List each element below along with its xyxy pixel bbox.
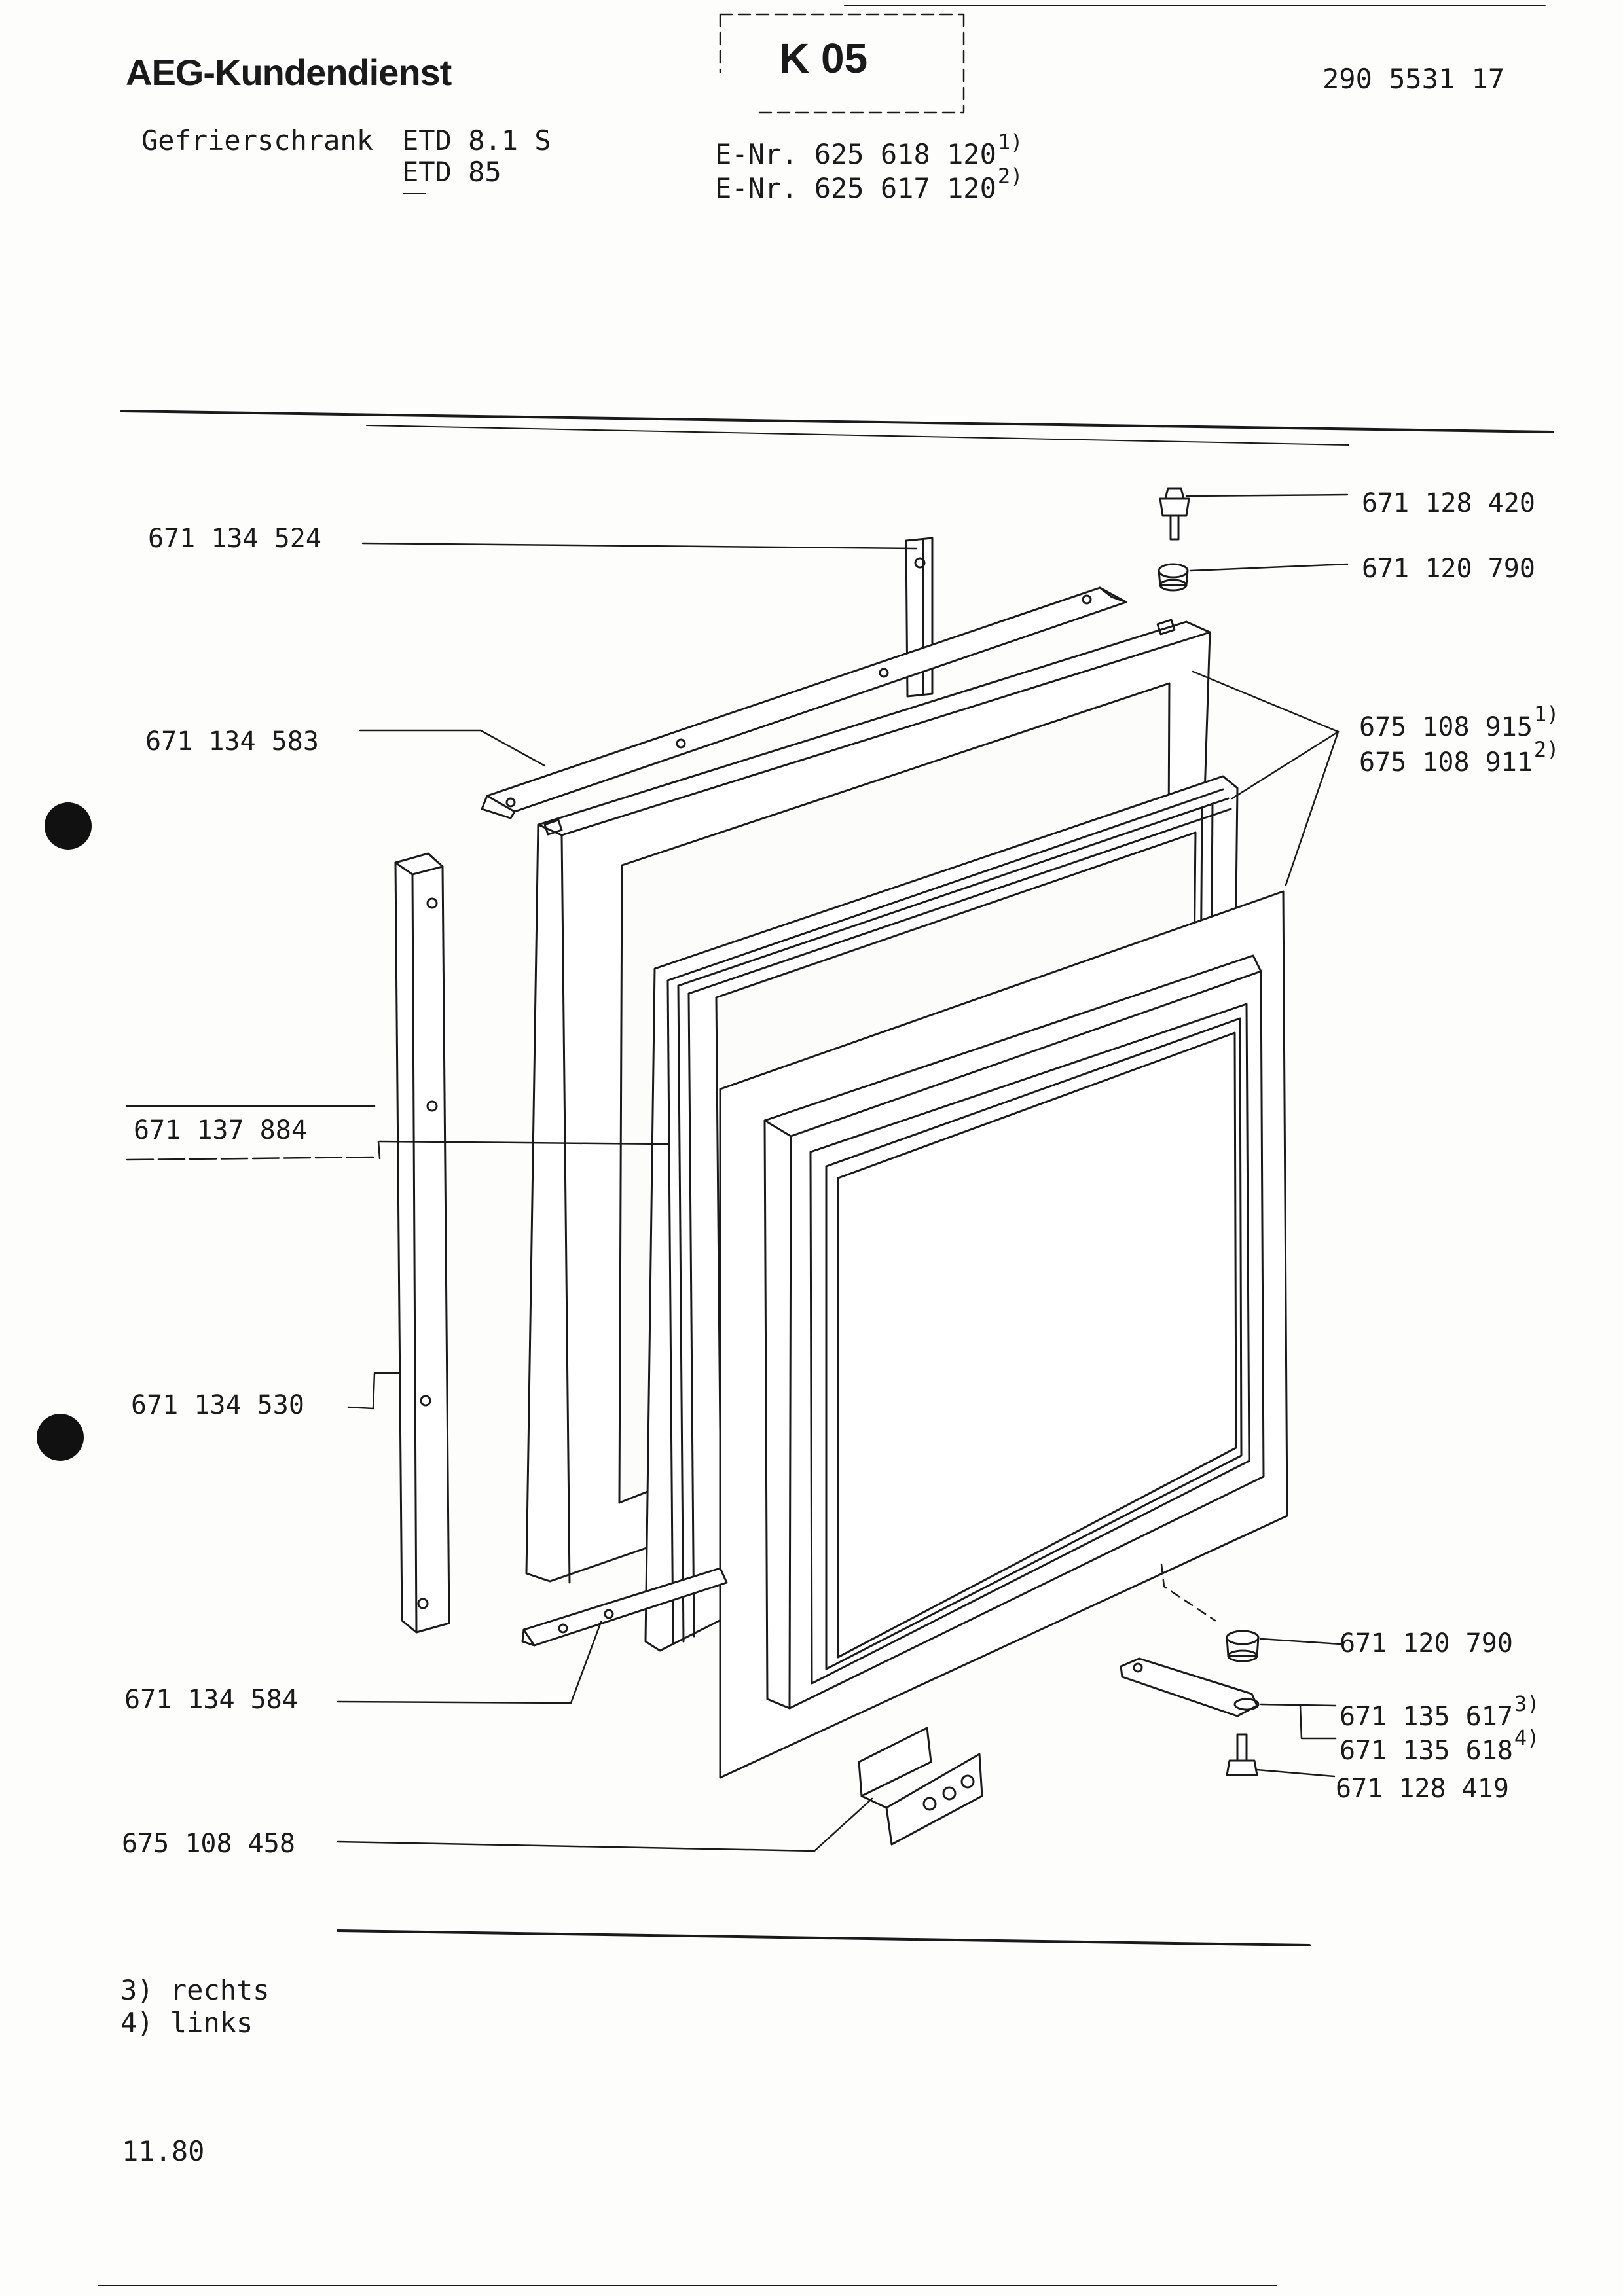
part-label-bottom-cover: 671 134 584: [124, 1685, 298, 1715]
document-number: 290 5531 17: [1322, 63, 1505, 95]
part-footnote: 3): [1514, 1691, 1540, 1716]
e-number-label: E-Nr.: [715, 138, 798, 170]
part-label-screw-top: 671 128 420: [1362, 488, 1535, 518]
footnote-mark: 3): [120, 1974, 154, 2006]
hinge-bracket: [858, 1727, 983, 1846]
bottom-separator: [337, 1929, 1311, 1946]
model-1: ETD 8.1 S: [402, 124, 551, 156]
punch-hole-bottom: [37, 1414, 84, 1461]
footnote-mark: 4): [120, 2007, 154, 2039]
section-code: K 05: [779, 35, 868, 82]
part-label-hinge-bracket: 675 108 458: [122, 1829, 295, 1859]
part-label-screw-bottom: 671 128 419: [1336, 1774, 1509, 1804]
screw-bottom-drawing: [1226, 1733, 1258, 1776]
footnote-text: links: [170, 2007, 253, 2039]
separator-line-2: [366, 425, 1349, 446]
e-number-label: E-Nr.: [715, 172, 798, 204]
part-label-top-cover: 671 134 583: [145, 726, 319, 757]
hinge-axis-dash: [1160, 1563, 1216, 1622]
footnote-left: 4) links: [120, 2007, 253, 2039]
e-number-footnote: 1): [997, 130, 1023, 154]
part-footnote: 4): [1514, 1725, 1540, 1750]
hinge-plate-drawing: [1120, 1657, 1260, 1717]
bushing-top-drawing: [1158, 563, 1189, 592]
part-number: 675 108 915: [1359, 712, 1533, 742]
section-code-box: [719, 13, 965, 114]
top-cover: [481, 586, 1127, 819]
part-label-bushing-top: 671 120 790: [1362, 554, 1535, 584]
part-label-hinge-left: 671 135 6184): [1340, 1725, 1539, 1766]
bushing-bottom-drawing: [1226, 1630, 1260, 1662]
document-date: 11.80: [122, 2135, 205, 2167]
e-number-footnote: 2): [997, 164, 1023, 188]
e-number-value: 625 618 120: [814, 138, 996, 170]
e-number-row-1: E-Nr. 625 618 1201): [715, 130, 1023, 170]
separator-line: [120, 410, 1554, 433]
footnote-right: 3) rechts: [120, 1974, 270, 2006]
punch-hole-top: [45, 802, 92, 850]
screw-top-drawing: [1159, 487, 1190, 541]
model-2: ETD 85: [402, 156, 501, 188]
part-label-top-rail: 671 134 524: [148, 524, 321, 554]
part-number: 671 135 618: [1340, 1736, 1513, 1766]
e-number-value: 625 617 120: [814, 172, 996, 204]
part-label-door-2: 675 108 9112): [1359, 737, 1559, 778]
footnote-text: rechts: [170, 1974, 270, 2006]
door-panel: [719, 890, 1288, 1779]
side-rail: [394, 852, 450, 1634]
brand-title: AEG-Kundendienst: [126, 52, 452, 93]
part-label-side-rail: 671 134 530: [131, 1390, 304, 1420]
bottom-cover: [521, 1567, 728, 1647]
part-label-bushing-bottom: 671 120 790: [1340, 1628, 1513, 1659]
appliance-type: Gefrierschrank: [141, 124, 374, 156]
part-footnote: 2): [1533, 737, 1559, 762]
e-number-row-2: E-Nr. 625 617 1202): [715, 164, 1023, 204]
part-label-spacer-strip: 671 137 884: [134, 1115, 307, 1145]
part-label-door-1: 675 108 9151): [1359, 702, 1559, 742]
part-number: 675 108 911: [1359, 747, 1533, 778]
part-number: 671 135 617: [1340, 1702, 1513, 1732]
part-label-hinge-right: 671 135 6173): [1340, 1691, 1539, 1732]
part-footnote: 1): [1533, 702, 1559, 726]
leader-lines: [126, 493, 1349, 1852]
